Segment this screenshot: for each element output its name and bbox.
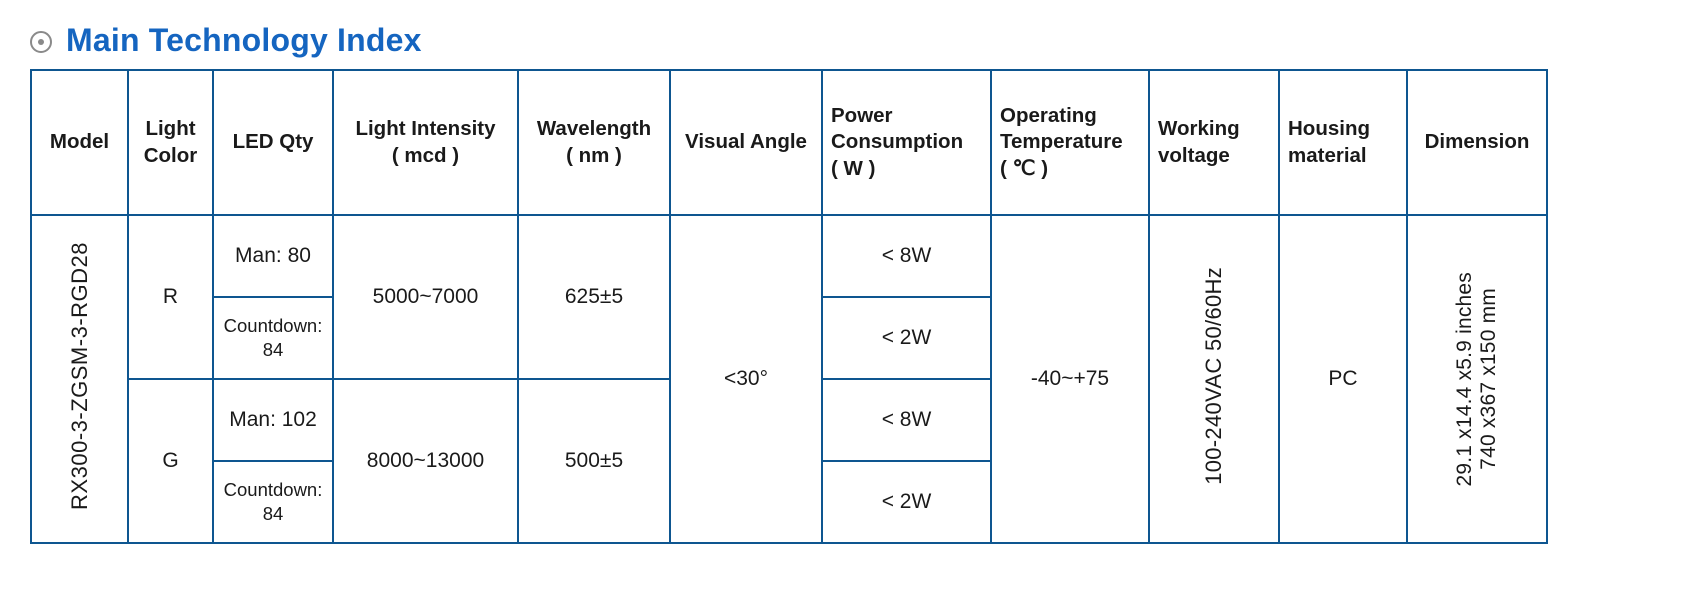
cell-wavelength-g-text: 500±5 (564, 449, 624, 472)
cell-working-voltage: 100-240VAC 50/60Hz (1148, 214, 1280, 544)
cell-light-color-r-text: R (162, 285, 179, 308)
column-header-wavelength-line1: Wavelength (536, 117, 652, 141)
column-header-power-consumption-line2: Consumption (831, 130, 964, 154)
cell-housing-material: PC (1278, 214, 1408, 544)
cell-dimension-line1: 740 x367 x150 mm (1477, 288, 1500, 470)
column-header-model: Model (30, 69, 129, 216)
cell-wavelength-r: 625±5 (517, 214, 671, 380)
cell-light-intensity-g-text: 8000~13000 (366, 449, 485, 472)
column-header-power-consumption-line1: Power (831, 104, 893, 128)
column-header-dimension-line1: Dimension (1424, 130, 1530, 154)
column-header-operating-temperature-line1: Operating (1000, 104, 1097, 128)
column-header-working-voltage-line1: Working (1158, 117, 1240, 141)
column-header-led-qty-line1: LED Qty (232, 130, 314, 154)
column-header-operating-temperature-line3: ( ℃ ) (1000, 156, 1049, 180)
cell-model: RX300-3-ZGSM-3-RGD28 (30, 214, 129, 544)
page-title: Main Technology Index (66, 21, 422, 58)
cell-dimension: 740 x367 x150 mm 29.1 x14.4 x5.9 inches (1406, 214, 1548, 544)
cell-power-r-countdown: < 2W (821, 296, 992, 380)
cell-power-g-countdown-text: < 2W (881, 490, 932, 513)
column-header-light-intensity-line1: Light Intensity (355, 117, 496, 141)
column-header-led-qty: LED Qty (212, 69, 334, 216)
cell-power-g-countdown: < 2W (821, 460, 992, 544)
column-header-wavelength: Wavelength ( nm ) (517, 69, 671, 216)
cell-working-voltage-text: 100-240VAC 50/60Hz (1201, 267, 1227, 485)
cell-light-intensity-r-text: 5000~7000 (372, 285, 479, 308)
column-header-operating-temperature: Operating Temperature ( ℃ ) (990, 69, 1150, 216)
column-header-visual-angle: Visual Angle (669, 69, 823, 216)
column-header-light-intensity: Light Intensity ( mcd ) (332, 69, 519, 216)
cell-led-qty-g-countdown: Countdown: 84 (212, 460, 334, 544)
cell-power-r-main: < 8W (821, 214, 992, 298)
column-header-housing-material-line2: material (1288, 143, 1367, 167)
cell-led-qty-r-countdown-text: Countdown: 84 (223, 315, 323, 360)
cell-led-qty-r-countdown: Countdown: 84 (212, 296, 334, 380)
table-header-row: Model Light Color LED Qty Light Intensit… (30, 69, 1548, 216)
table-row: G Man: 102 8000~13000 500±5 < 8W (31, 378, 1547, 544)
cell-light-color-r: R (127, 214, 214, 380)
column-header-dimension: Dimension (1406, 69, 1548, 216)
cell-model-text: RX300-3-ZGSM-3-RGD28 (66, 242, 92, 510)
column-header-power-consumption-line3: ( W ) (831, 156, 876, 180)
cell-dimension-stack: 740 x367 x150 mm 29.1 x14.4 x5.9 inches (1408, 272, 1546, 487)
cell-light-color-g-text: G (162, 449, 179, 472)
cell-operating-temperature-text: -40~+75 (1030, 367, 1110, 390)
cell-power-r-main-text: < 8W (881, 244, 932, 267)
column-header-working-voltage-line2: voltage (1158, 143, 1230, 167)
column-header-light-color-line2: Color (143, 143, 198, 167)
table-row: RX300-3-ZGSM-3-RGD28 R Man: 80 5000~7000… (30, 214, 1548, 544)
column-header-operating-temperature-line2: Temperature (1000, 130, 1123, 154)
column-header-housing-material-line1: Housing (1288, 117, 1370, 141)
column-header-wavelength-line2: ( nm ) (566, 143, 622, 167)
double-circle-icon (30, 31, 52, 53)
table-row: Countdown: 84 < 2W (31, 296, 1547, 380)
column-header-light-intensity-line2: ( mcd ) (391, 143, 460, 167)
cell-power-r-countdown-text: < 2W (881, 326, 932, 349)
cell-light-intensity-r: 5000~7000 (332, 214, 519, 380)
cell-dimension-line2: 29.1 x14.4 x5.9 inches (1452, 271, 1476, 487)
cell-power-g-main-text: < 8W (881, 408, 932, 431)
page-title-row: Main Technology Index (30, 16, 422, 64)
cell-led-qty-r-main-text: Man: 80 (235, 243, 311, 267)
cell-power-g-main: < 8W (821, 378, 992, 462)
cell-wavelength-r-text: 625±5 (564, 285, 624, 308)
cell-light-intensity-g: 8000~13000 (332, 378, 519, 544)
cell-led-qty-g-main: Man: 102 (212, 378, 334, 462)
cell-led-qty-g-main-text: Man: 102 (229, 407, 317, 431)
cell-visual-angle-text: <30° (723, 367, 769, 390)
cell-wavelength-g: 500±5 (517, 378, 671, 544)
cell-led-qty-r-main: Man: 80 (212, 214, 334, 298)
main-technology-index-table-wrapper: Model Light Color LED Qty Light Intensit… (30, 69, 1548, 544)
column-header-light-color-line1: Light (145, 117, 196, 141)
cell-operating-temperature: -40~+75 (990, 214, 1150, 544)
column-header-working-voltage: Working voltage (1148, 69, 1280, 216)
cell-visual-angle: <30° (669, 214, 823, 544)
cell-light-color-g: G (127, 378, 214, 544)
column-header-model-line1: Model (49, 130, 110, 154)
cell-housing-material-text: PC (1328, 367, 1358, 390)
main-technology-index-table: Model Light Color LED Qty Light Intensit… (30, 69, 1548, 544)
table-row: Countdown: 84 < 2W (31, 460, 1547, 544)
column-header-power-consumption: Power Consumption ( W ) (821, 69, 992, 216)
column-header-visual-angle-line1: Visual Angle (685, 130, 807, 154)
cell-led-qty-g-countdown-text: Countdown: 84 (223, 479, 323, 524)
column-header-light-color: Light Color (127, 69, 214, 216)
column-header-housing-material: Housing material (1278, 69, 1408, 216)
